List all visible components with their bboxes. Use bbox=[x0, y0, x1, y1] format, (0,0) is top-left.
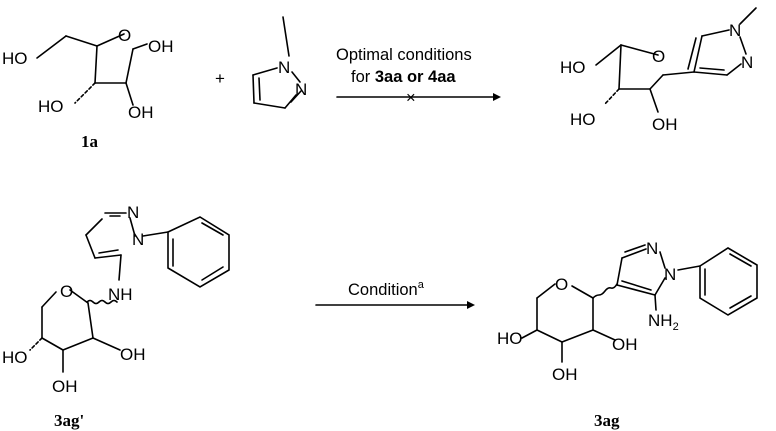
ho-label: HO bbox=[38, 97, 64, 116]
condition-text-line-1: Optimal conditions bbox=[336, 46, 472, 64]
ho-label: HO bbox=[2, 348, 28, 367]
blocked-cross-mark: × bbox=[406, 89, 416, 107]
oh-label: OH bbox=[652, 115, 678, 134]
oh-label: OH bbox=[148, 37, 174, 56]
structure-3ag: O N N NH2 HO OH OH bbox=[497, 239, 758, 384]
oh-label: OH bbox=[52, 377, 78, 396]
structure-3ag-prime: N N NH O HO OH OH bbox=[2, 203, 230, 396]
condition-text-line-2: for 3aa or 4aa bbox=[351, 68, 456, 86]
ring-oxygen-label: O bbox=[555, 275, 568, 294]
n2-label: N bbox=[741, 53, 753, 72]
ho-label: HO bbox=[570, 110, 596, 129]
n2-label: N bbox=[646, 239, 658, 258]
ho-label: HO bbox=[497, 329, 523, 348]
n1-label: N bbox=[729, 21, 741, 40]
reaction-arrow-2: Conditiona bbox=[315, 279, 475, 309]
n2-label: N bbox=[127, 203, 139, 222]
n1-label: N bbox=[664, 265, 676, 284]
nh-label: NH bbox=[108, 285, 133, 304]
n2-label: N bbox=[295, 80, 307, 99]
oh-label: OH bbox=[128, 103, 154, 122]
compound-label-3ag-prime: 3ag' bbox=[54, 411, 84, 430]
oh-label: OH bbox=[612, 335, 638, 354]
product-structure-1: HO O N N HO OH bbox=[560, 7, 757, 134]
compound-label-3ag: 3ag bbox=[594, 411, 620, 430]
n1-label: N bbox=[278, 58, 290, 77]
ho-label: HO bbox=[2, 49, 28, 68]
ring-oxygen-label: O bbox=[118, 26, 131, 45]
n1-label: N bbox=[132, 230, 144, 249]
reaction-arrow-1: Optimal conditions for 3aa or 4aa × bbox=[336, 46, 501, 107]
condition-text: Conditiona bbox=[348, 279, 425, 299]
methylpyrazole-structure: N N bbox=[252, 16, 307, 109]
compound-label-1a: 1a bbox=[81, 132, 99, 151]
ring-oxygen-label: O bbox=[60, 282, 73, 301]
ribose-structure-1a: HO O OH HO OH bbox=[2, 26, 174, 122]
ring-oxygen-label: O bbox=[652, 47, 665, 66]
oh-label: OH bbox=[552, 365, 578, 384]
plus-sign: + bbox=[215, 69, 225, 88]
oh-label: OH bbox=[120, 345, 146, 364]
ho-label: HO bbox=[560, 58, 586, 77]
nh2-label: NH2 bbox=[648, 311, 679, 333]
